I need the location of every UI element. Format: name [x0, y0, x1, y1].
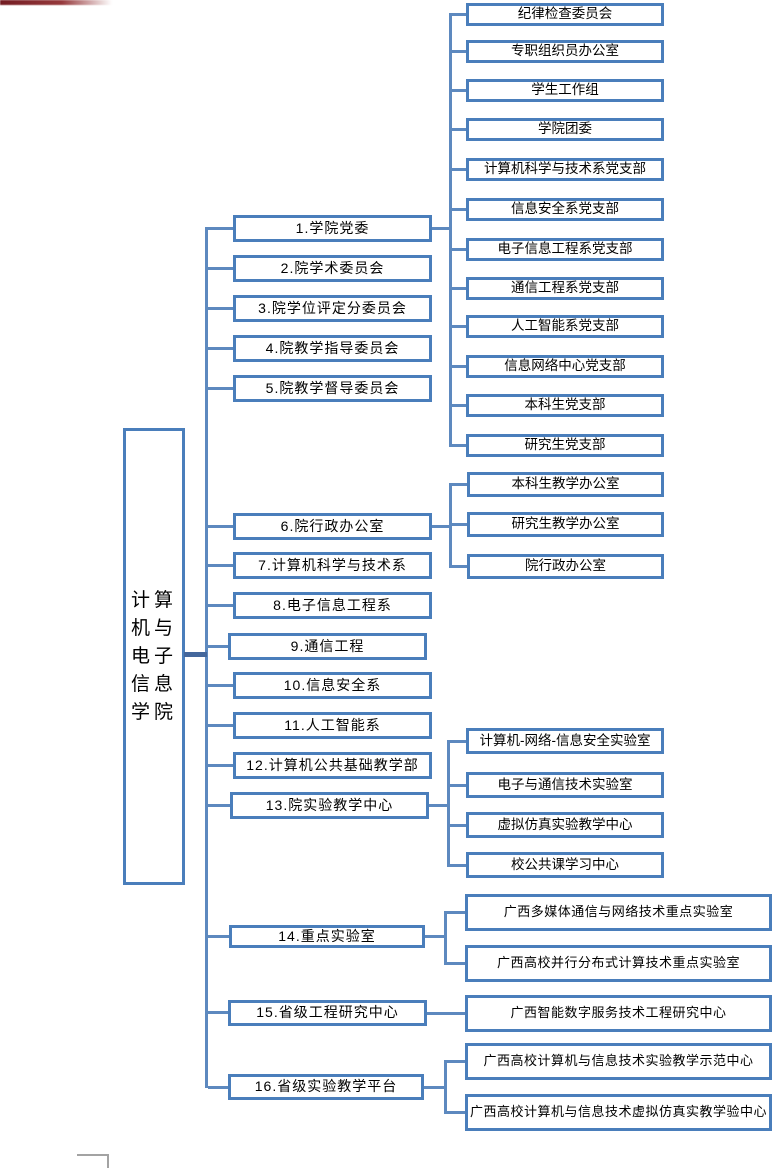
connector-stub	[452, 89, 466, 92]
connector-stub	[447, 962, 465, 965]
connector-main-trunk	[205, 227, 208, 1088]
org-node-11: 11.人工智能系	[233, 712, 432, 739]
connector-stub	[452, 565, 467, 568]
org-child-13-4: 校公共课学习中心	[466, 852, 664, 878]
connector-stub	[452, 523, 467, 526]
connector-stub	[208, 227, 233, 230]
connector-node14-trunk	[444, 911, 447, 965]
connector-stub	[208, 347, 233, 350]
partial-gray-box	[77, 1154, 109, 1168]
connector-stub	[452, 325, 466, 328]
org-node-12: 12.计算机公共基础教学部	[233, 752, 432, 779]
org-child-1-8: 通信工程系党支部	[466, 277, 664, 300]
connector-stub	[452, 168, 466, 171]
org-child-16-1: 广西高校计算机与信息技术实验教学示范中心	[465, 1043, 772, 1080]
org-child-1-11: 本科生党支部	[466, 394, 664, 417]
connector-node6-trunk	[449, 483, 452, 568]
connector-stub	[208, 1011, 230, 1014]
org-node-2: 2.院学术委员会	[233, 255, 432, 282]
org-node-9: 9.通信工程	[228, 633, 427, 660]
connector-stub	[452, 404, 466, 407]
connector-stub	[208, 935, 231, 938]
org-node-5: 5.院教学督导委员会	[233, 375, 432, 402]
connector-stub	[450, 784, 466, 787]
org-node-1: 1.学院党委	[233, 215, 432, 242]
org-child-6-1: 本科生教学办公室	[467, 472, 664, 497]
org-child-1-3: 学生工作组	[466, 79, 664, 102]
org-root-node: 计算机与电子信息学院	[123, 428, 185, 885]
connector-node6-out	[432, 525, 451, 528]
org-child-13-2: 电子与通信技术实验室	[466, 772, 664, 798]
connector-node13-out	[429, 804, 447, 807]
connector-stub	[208, 1086, 230, 1089]
connector-stub	[208, 604, 233, 607]
connector-stub	[452, 128, 466, 131]
connector-stub	[452, 287, 466, 290]
connector-stub	[208, 645, 230, 648]
connector-stub	[452, 13, 466, 16]
org-child-14-1: 广西多媒体通信与网络技术重点实验室	[465, 894, 772, 931]
org-child-13-1: 计算机-网络-信息安全实验室	[466, 728, 664, 754]
org-child-1-9: 人工智能系党支部	[466, 315, 664, 338]
org-child-13-3: 虚拟仿真实验教学中心	[466, 812, 664, 838]
org-child-1-10: 信息网络中心党支部	[466, 355, 664, 378]
connector-stub	[450, 824, 466, 827]
connector-stub	[208, 307, 233, 310]
connector-stub	[447, 911, 465, 914]
org-child-1-4: 学院团委	[466, 118, 664, 141]
connector-stub	[208, 764, 233, 767]
connector-node16-trunk	[444, 1060, 447, 1114]
connector-stub	[208, 724, 233, 727]
connector-node13-trunk	[447, 740, 450, 867]
org-node-8: 8.电子信息工程系	[233, 592, 432, 619]
org-node-3: 3.院学位评定分委员会	[233, 295, 432, 322]
org-node-13: 13.院实验教学中心	[230, 792, 429, 819]
connector-node1-trunk	[449, 13, 452, 447]
org-child-16-2: 广西高校计算机与信息技术虚拟仿真实教学验中心	[465, 1094, 772, 1131]
org-child-14-2: 广西高校并行分布式计算技术重点实验室	[465, 945, 772, 982]
org-child-1-1: 纪律检查委员会	[466, 3, 664, 26]
connector-stub	[208, 684, 233, 687]
org-node-14: 14.重点实验室	[229, 925, 425, 948]
org-child-1-6: 信息安全系党支部	[466, 198, 664, 221]
org-child-6-2: 研究生教学办公室	[467, 512, 664, 537]
connector-stub	[452, 483, 467, 486]
org-node-15: 15.省级工程研究中心	[228, 1000, 427, 1026]
connector-stub	[452, 365, 466, 368]
org-node-16: 16.省级实验教学平台	[228, 1074, 424, 1100]
connector-root-stub	[184, 652, 207, 657]
org-root-label: 计算机与电子信息学院	[131, 589, 178, 723]
connector-stub	[450, 740, 466, 743]
connector-stub	[452, 444, 466, 447]
org-child-1-7: 电子信息工程系党支部	[466, 238, 664, 261]
connector-stub	[452, 50, 466, 53]
connector-stub	[208, 564, 233, 567]
org-child-1-5: 计算机科学与技术系党支部	[466, 158, 664, 181]
connector-stub	[208, 267, 233, 270]
org-child-15-1: 广西智能数字服务技术工程研究中心	[465, 995, 772, 1032]
org-node-10: 10.信息安全系	[233, 672, 432, 699]
red-smudge-artifact	[0, 0, 112, 5]
org-node-6: 6.院行政办公室	[233, 513, 432, 540]
org-child-6-3: 院行政办公室	[467, 554, 664, 579]
connector-stub	[452, 248, 466, 251]
connector-stub	[208, 525, 233, 528]
org-node-4: 4.院教学指导委员会	[233, 335, 432, 362]
org-child-1-2: 专职组织员办公室	[466, 40, 664, 63]
org-child-1-12: 研究生党支部	[466, 434, 664, 457]
connector-stub	[447, 1060, 465, 1063]
connector-node14-out	[425, 935, 444, 938]
connector-stub	[208, 387, 233, 390]
connector-stub	[447, 1111, 465, 1114]
connector-node16-out	[424, 1086, 444, 1089]
connector-stub	[208, 804, 232, 807]
connector-stub	[450, 864, 466, 867]
connector-stub	[452, 208, 466, 211]
connector-node15-out	[427, 1012, 465, 1015]
connector-node1-out	[432, 227, 451, 230]
org-node-7: 7.计算机科学与技术系	[233, 552, 432, 579]
